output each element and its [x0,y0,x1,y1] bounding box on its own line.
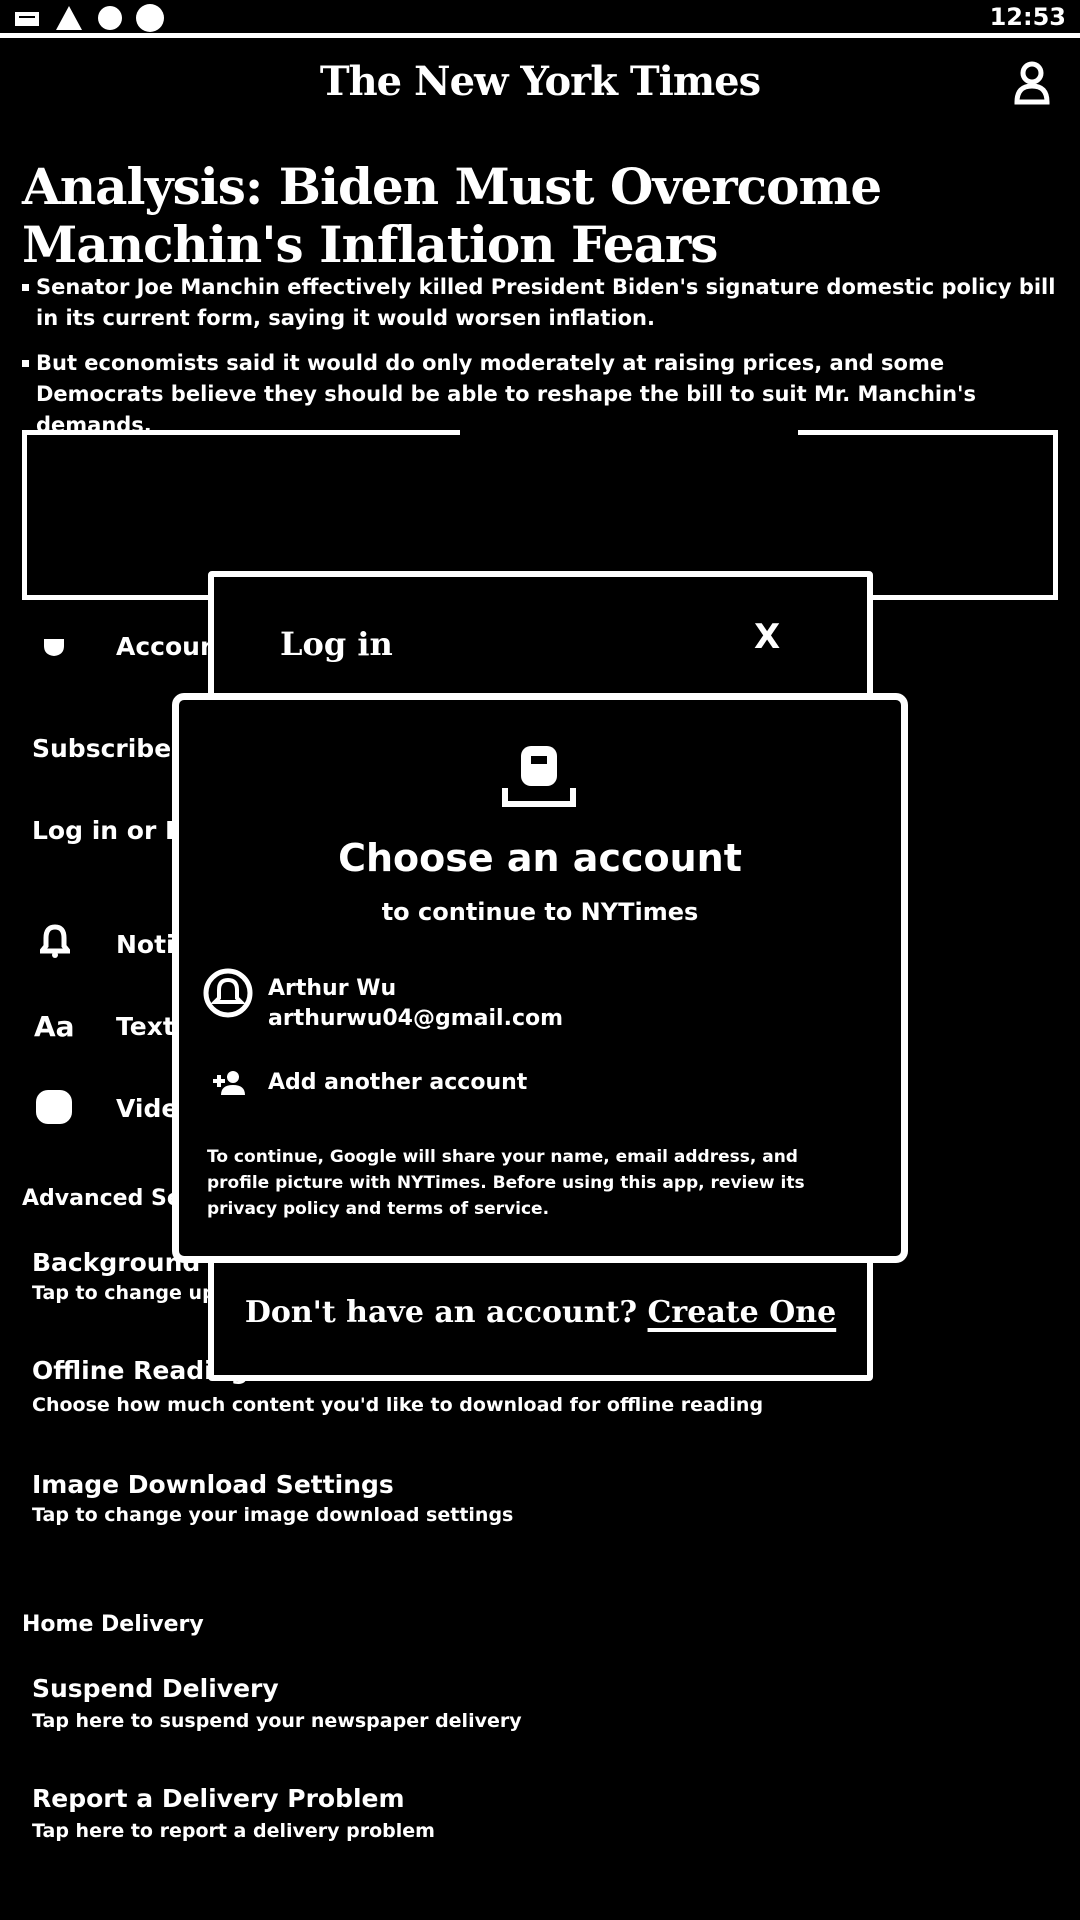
settings-row-subscribe[interactable]: Subscribe [32,734,172,763]
account-option[interactable] [199,962,879,1042]
add-person-icon [213,1071,245,1095]
section-header-delivery: Home Delivery [22,1612,204,1637]
status-time: 12:53 [989,3,1066,31]
setting-report-delivery-subtitle: Tap here to report a delivery problem [32,1820,435,1842]
chooser-title: Choose an account [338,836,742,880]
article-headline[interactable]: Analysis: Biden Must Overcome Manchin's … [22,157,882,274]
setting-offline-reading-subtitle: Choose how much content you'd like to do… [32,1394,764,1416]
app-title: The New York Times [319,58,761,105]
article-bullet: But economists said it would do only mod… [22,348,1062,441]
text-size-icon: Aa [34,1010,75,1040]
add-account-button[interactable]: Add another account [268,1070,528,1095]
alert-triangle-icon [56,6,82,30]
signup-prompt: Don't have an account? [244,1295,638,1330]
circle-icon [98,6,122,30]
bell-icon [40,924,70,958]
chooser-subtitle: to continue to NYTimes [381,898,699,926]
setting-suspend-delivery-title[interactable]: Suspend Delivery [32,1674,279,1703]
status-bar: 12:53 [0,0,1080,38]
account-name: Arthur Wu [268,976,397,1001]
article-bullet: Senator Joe Manchin effectively killed P… [22,272,1062,334]
account-email: arthurwu04@gmail.com [268,1006,564,1031]
setting-image-download-subtitle: Tap to change your image download settin… [32,1504,514,1526]
notification-dot-icon [136,4,164,32]
svg-text:Aa: Aa [34,1010,75,1040]
close-button[interactable]: X [754,617,781,657]
person-icon[interactable] [1012,60,1052,106]
account-chooser-dialog: Choose an account to continue to NYTimes… [172,693,908,1263]
setting-image-download-title[interactable]: Image Download Settings [32,1470,394,1499]
login-title: Log in [280,625,393,663]
message-icon [15,12,39,26]
google-g-icon [502,746,576,807]
video-icon [36,1090,72,1124]
avatar [203,968,253,1018]
ad-frame-gap [460,426,798,436]
create-account-link[interactable]: Create One [647,1295,837,1330]
shield-icon [44,639,64,656]
signup-row: Don't have an account? Create One [214,1295,867,1330]
setting-report-delivery-title[interactable]: Report a Delivery Problem [32,1784,405,1813]
privacy-disclaimer: To continue, Google will share your name… [207,1147,805,1219]
setting-suspend-delivery-subtitle: Tap here to suspend your newspaper deliv… [32,1710,522,1732]
